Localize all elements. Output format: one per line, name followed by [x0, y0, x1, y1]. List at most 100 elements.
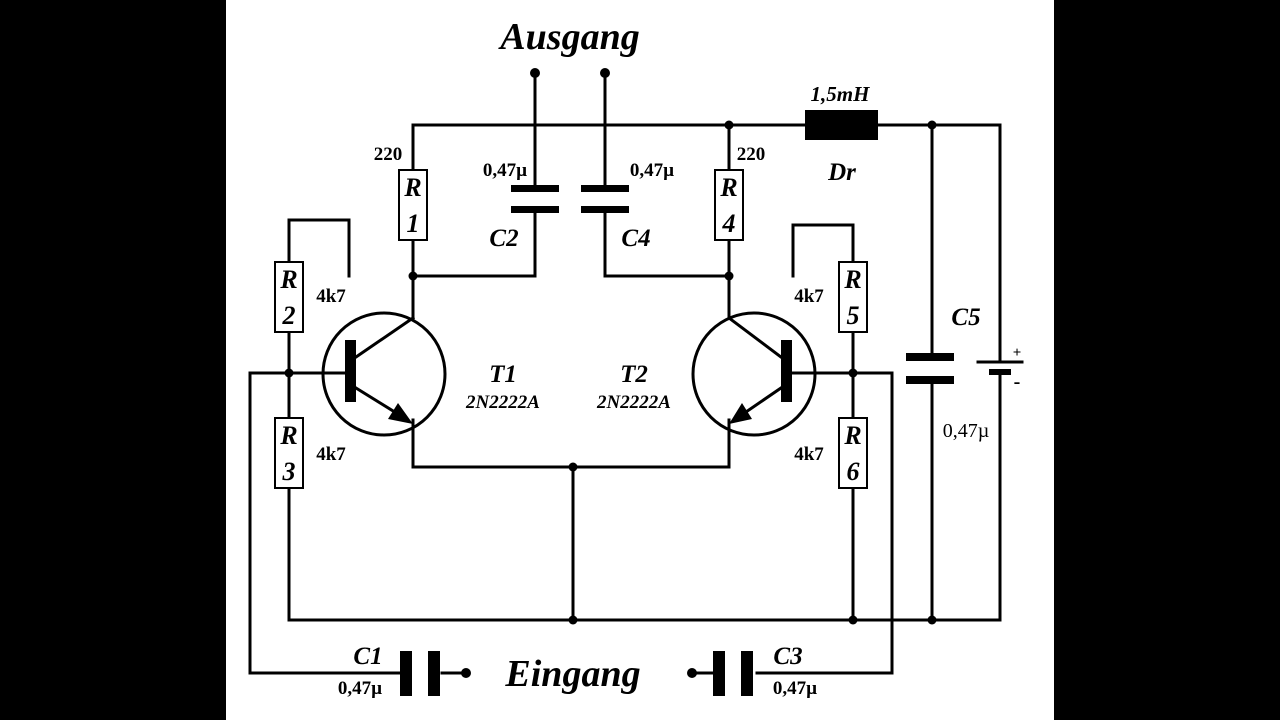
transistor-collector	[726, 315, 784, 360]
capacitor-value: 0,47µ	[630, 160, 674, 181]
wire-bottom-rail	[287, 486, 1002, 622]
resistor-number: 4	[722, 209, 736, 238]
transistor-body	[691, 311, 817, 437]
junction-dot	[724, 120, 734, 130]
resistor-letter: R	[279, 421, 297, 450]
capacitor-name: C5	[951, 304, 980, 331]
capacitor-plate	[400, 651, 412, 696]
battery-plus-sign: +	[1013, 345, 1022, 361]
junction-dot	[927, 120, 937, 130]
capacitor-plate	[713, 651, 725, 696]
wire-rail-right	[876, 123, 1002, 342]
capacitor-plate	[906, 353, 954, 361]
wire-c4-node	[603, 211, 731, 278]
capacitor-value: 0,47µ	[338, 678, 382, 699]
resistor-value: 4k7	[794, 444, 824, 465]
resistor-number: 6	[847, 457, 860, 486]
capacitor-c3: C3 0,47µ	[713, 643, 817, 699]
transistor-base-bar	[781, 340, 792, 402]
emitter-arrow	[729, 403, 752, 424]
resistor-r1: R 1 220	[374, 144, 428, 241]
input-terminal-left[interactable]	[461, 668, 471, 678]
inductor-dr: 1,5mH Dr	[805, 82, 878, 186]
resistor-r2: R 2 4k7	[274, 261, 346, 333]
capacitor-value: 0,47µ	[773, 678, 817, 699]
input-terminal-right[interactable]	[687, 668, 697, 678]
transistor-body	[321, 311, 447, 437]
capacitor-plate	[581, 185, 629, 192]
resistor-body	[714, 169, 744, 241]
capacitor-name: C1	[353, 643, 382, 670]
transistor-type: 2N2222A	[596, 392, 671, 413]
resistor-value: 4k7	[794, 286, 824, 307]
transistor-t2: T2 2N2222A	[596, 311, 817, 437]
junctions	[284, 68, 937, 678]
wire-feedback-right	[791, 223, 855, 278]
resistor-letter: R	[719, 173, 737, 202]
resistor-value: 220	[374, 144, 403, 165]
inductor-value: 1,5mH	[811, 82, 871, 106]
junction-dot	[284, 368, 294, 378]
resistor-r6: R 6 4k7	[794, 417, 868, 489]
junction-dot	[408, 271, 418, 281]
junction-dot	[568, 615, 578, 625]
wire-feedback-left	[287, 218, 351, 278]
capacitor-plate	[581, 206, 629, 213]
resistor-body	[838, 261, 868, 333]
resistor-letter: R	[843, 265, 861, 294]
transistor-collector	[353, 315, 416, 360]
resistor-value: 4k7	[316, 286, 346, 307]
resistor-value: 220	[737, 144, 766, 165]
output-terminal-left[interactable]	[530, 68, 540, 78]
junction-dot	[927, 615, 937, 625]
capacitor-c5: C5 0,47µ	[906, 304, 989, 442]
capacitor-c1: C1 0,47µ	[338, 643, 440, 699]
transistor-name: T2	[620, 361, 648, 388]
battery-minus-sign: -	[1014, 371, 1021, 393]
wire-top-rail	[411, 123, 807, 172]
capacitor-plate	[741, 651, 753, 696]
emitter-arrow	[388, 403, 413, 424]
resistor-number: 2	[282, 301, 296, 330]
resistor-r5: R 5 4k7	[794, 261, 868, 333]
capacitor-c4: 0,47µ C4	[581, 160, 674, 252]
resistor-body	[274, 417, 304, 489]
junction-dot	[848, 368, 858, 378]
capacitor-plate	[906, 376, 954, 384]
resistor-letter: R	[843, 421, 861, 450]
capacitor-name: C3	[773, 643, 802, 670]
wire-c3-base	[755, 371, 894, 675]
resistor-letter: R	[279, 265, 297, 294]
transistor-base-bar	[345, 340, 356, 402]
resistor-body	[838, 417, 868, 489]
wire-emitter-bus	[411, 418, 731, 469]
resistor-letter: R	[403, 173, 421, 202]
capacitor-name: C2	[489, 225, 518, 252]
inductor-name: Dr	[827, 159, 856, 186]
resistor-number: 3	[282, 457, 296, 486]
capacitor-c2: 0,47µ C2	[483, 160, 559, 252]
transistor-t1: T1 2N2222A	[321, 311, 540, 437]
junction-dot	[724, 271, 734, 281]
capacitor-value: 0,47µ	[483, 160, 527, 181]
output-terminal-right[interactable]	[600, 68, 610, 78]
transistor-emitter	[740, 385, 784, 417]
capacitor-value: 0,47µ	[943, 420, 990, 442]
output-label: Ausgang	[498, 16, 639, 58]
junction-dot	[848, 615, 858, 625]
wire-c2-node	[411, 211, 537, 278]
resistor-body	[398, 169, 428, 241]
resistor-body	[274, 261, 304, 333]
transistor-emitter	[353, 385, 401, 417]
resistor-r4: R 4 220	[714, 144, 766, 241]
capacitor-plate	[428, 651, 440, 696]
battery: + -	[976, 338, 1024, 393]
input-label: Eingang	[504, 653, 640, 695]
resistor-number: 5	[847, 301, 860, 330]
resistor-value: 4k7	[316, 444, 346, 465]
capacitor-name: C4	[621, 225, 650, 252]
capacitor-plate	[511, 185, 559, 192]
resistor-number: 1	[407, 209, 420, 238]
junction-dot	[568, 462, 578, 472]
